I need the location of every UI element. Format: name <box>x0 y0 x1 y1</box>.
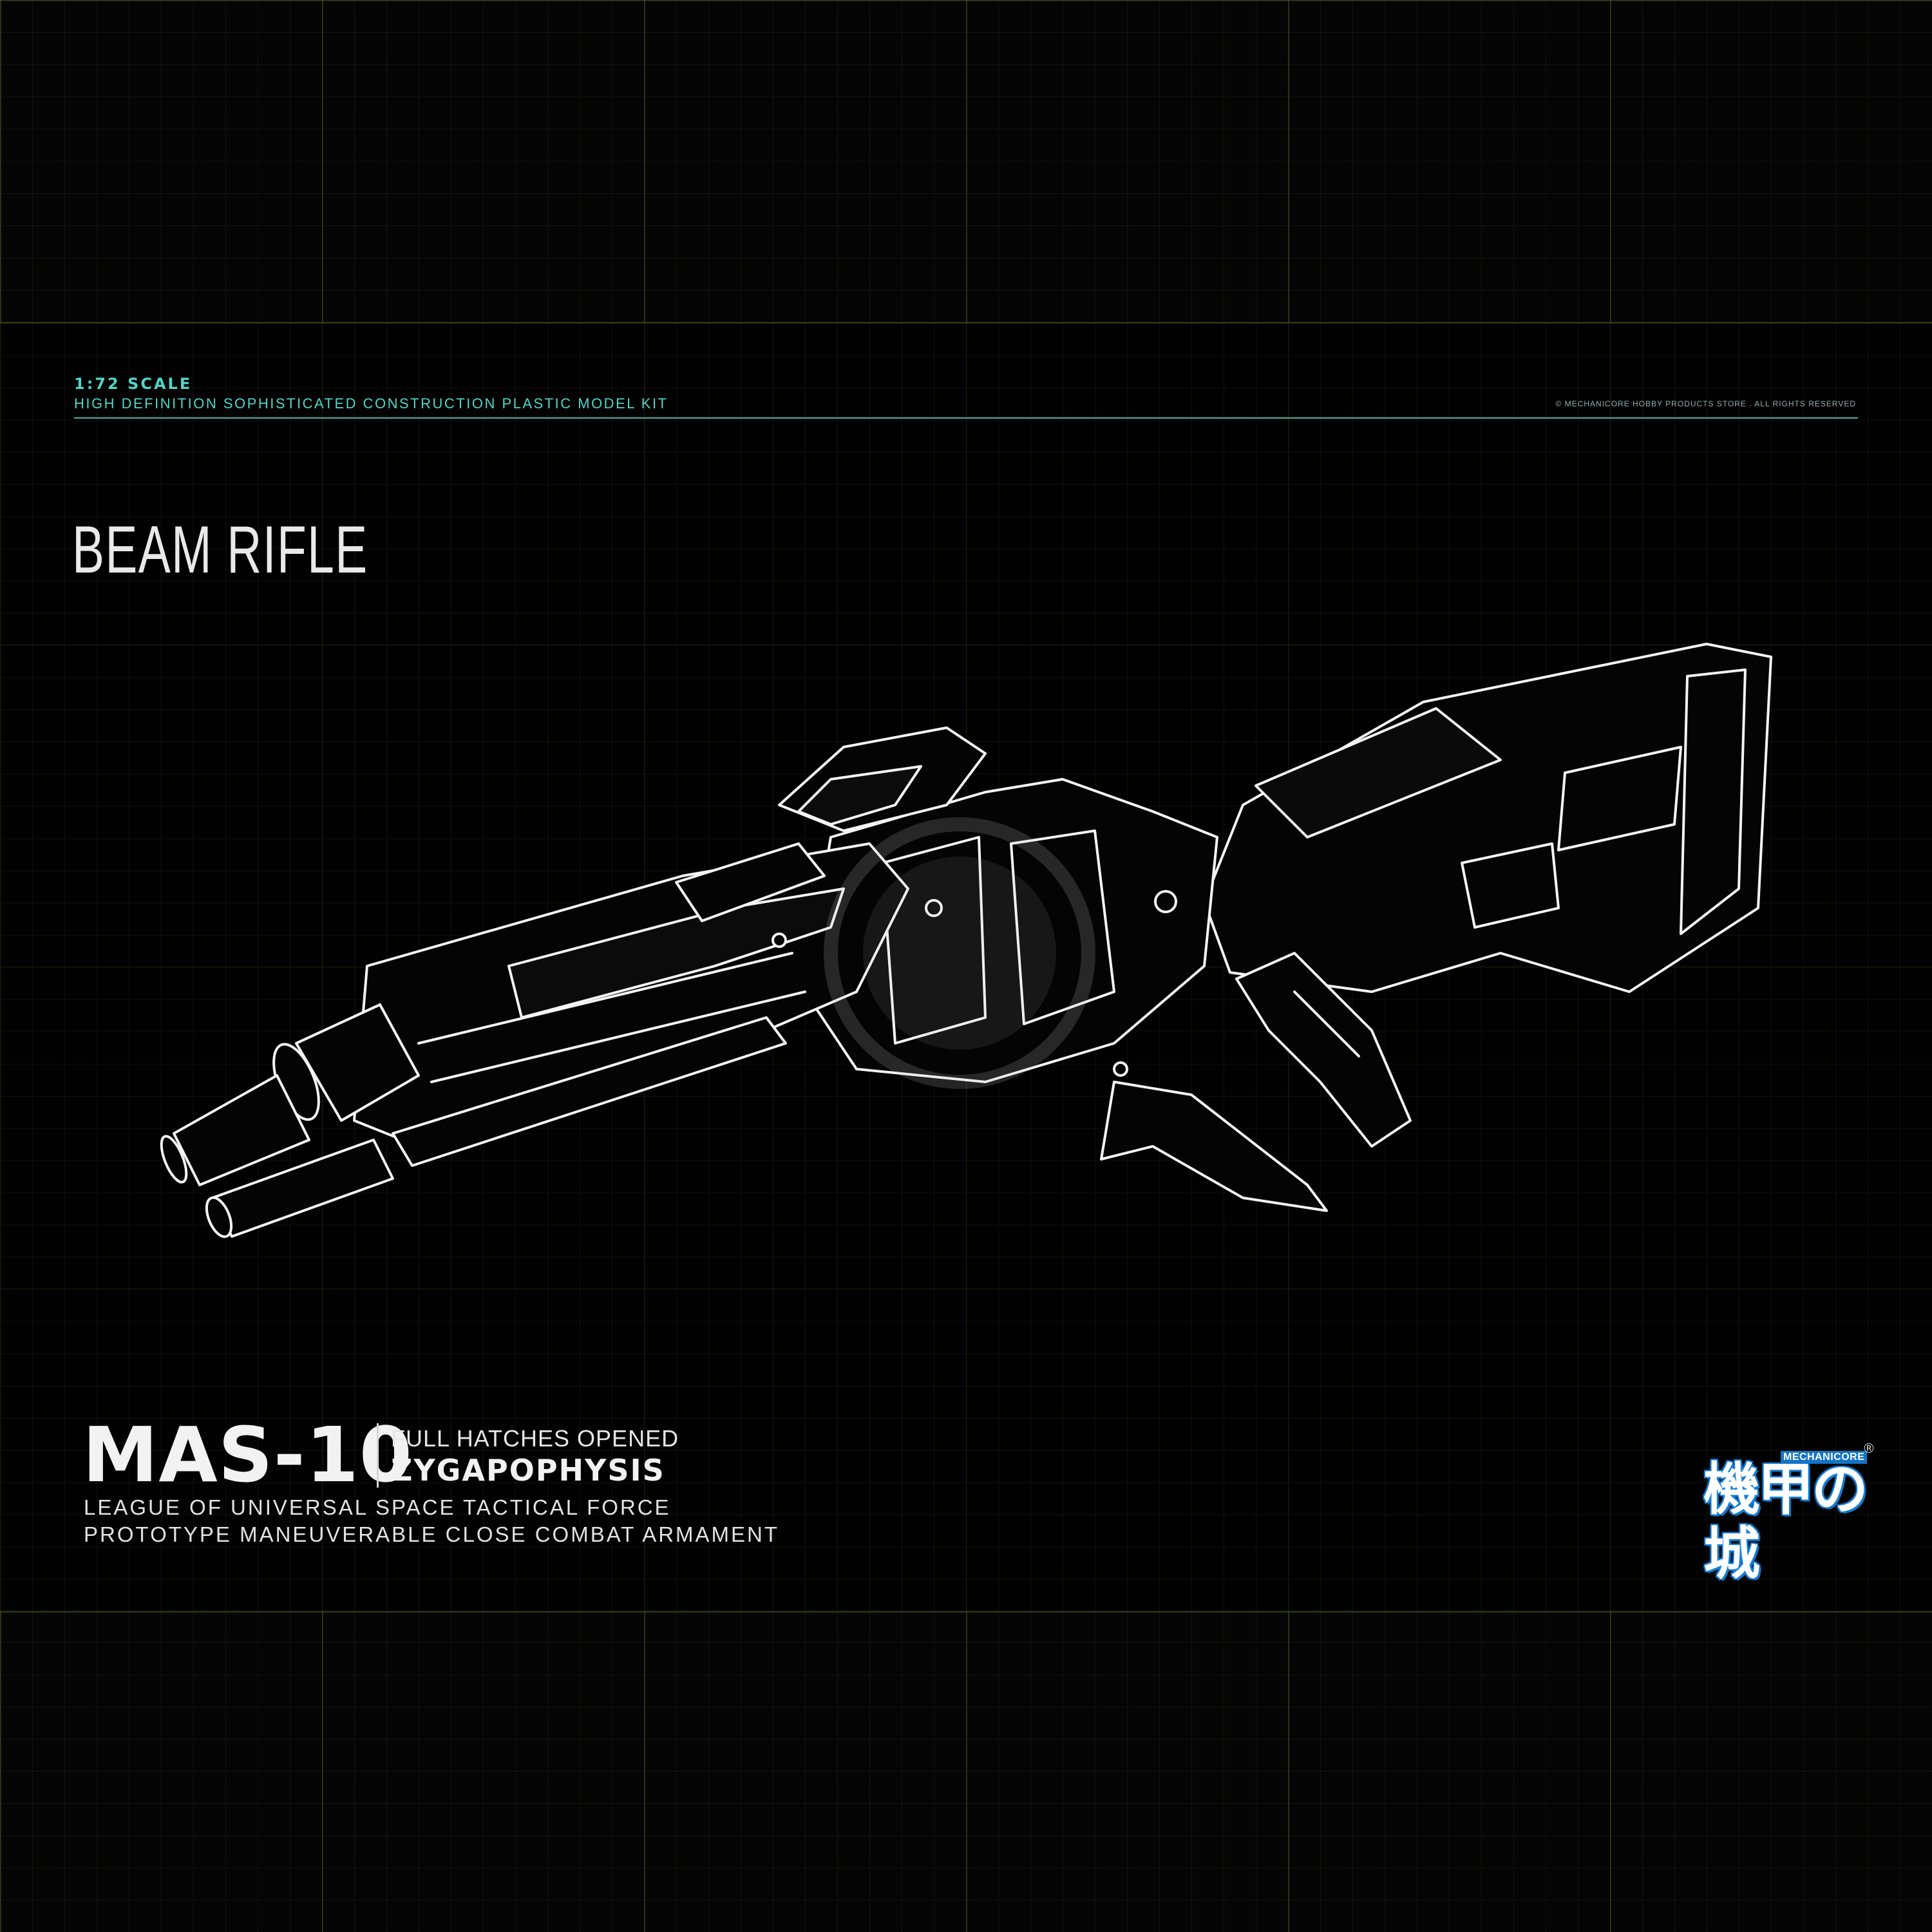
model-number: MAS-10 <box>82 1410 413 1499</box>
kit-description: HIGH DEFINITION SOPHISTICATED CONSTRUCTI… <box>74 395 668 412</box>
model-divider <box>377 1423 379 1488</box>
brand-logo-text: 機甲の城 <box>1703 1456 1868 1587</box>
brand-logo-subtext: MECHANICORE <box>1781 1451 1868 1464</box>
status-label: FULL HATCHES OPENED <box>391 1425 679 1452</box>
copyright-notice: © MECHANICORE HOBBY PRODUCTS STORE . ALL… <box>1555 399 1856 408</box>
scale-label: 1:72 SCALE <box>74 375 193 393</box>
watermark-seal <box>824 817 1095 1089</box>
header-divider <box>74 417 1858 419</box>
registered-mark: ® <box>1862 1441 1875 1456</box>
brand-logo: 機甲の城 MECHANICORE ® <box>1703 1441 1875 1586</box>
organization-line: LEAGUE OF UNIVERSAL SPACE TACTICAL FORCE <box>84 1495 671 1519</box>
description-line: PROTOTYPE MANEUVERABLE CLOSE COMBAT ARMA… <box>84 1522 780 1546</box>
beam-rifle-illustration <box>160 643 1772 1238</box>
page-title: BEAM RIFLE <box>72 513 368 587</box>
codename-label: ZYGAPOPHYSIS <box>391 1453 665 1488</box>
